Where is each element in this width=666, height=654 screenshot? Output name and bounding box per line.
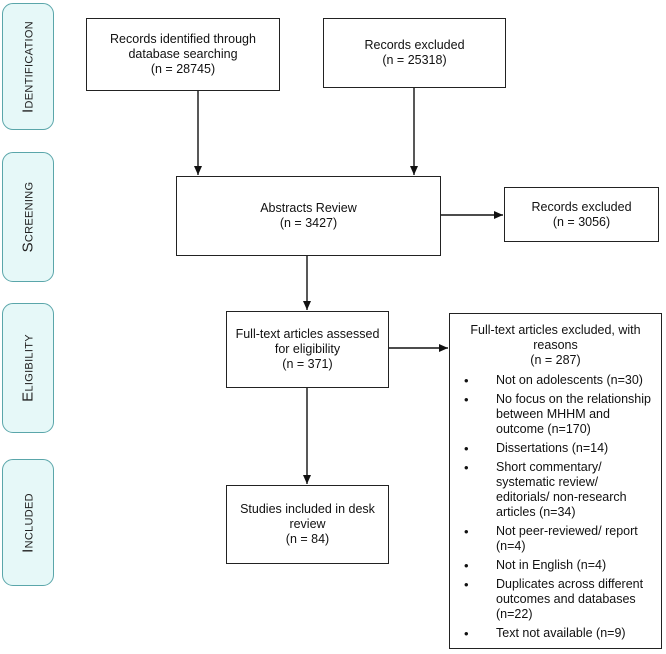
box-records-identified-line-2: database searching xyxy=(128,47,238,61)
exclusion-reason: Duplicates across different outcomes and… xyxy=(458,577,653,622)
box-fulltext-assessed-line-2: for eligibility xyxy=(274,342,341,356)
box-fulltext-assessed-line-3: (n = 371) xyxy=(282,357,333,371)
phase-included: Included xyxy=(2,459,54,586)
fulltext-excluded-title-line-2: reasons xyxy=(533,338,578,352)
exclusion-reason: Not peer-reviewed/ report (n=4) xyxy=(458,524,653,554)
box-studies-included-line-3: (n = 84) xyxy=(285,532,330,546)
exclusion-reason: Not on adolescents (n=30) xyxy=(458,373,653,388)
exclusion-reason: Not in English (n=4) xyxy=(458,558,653,573)
box-records-excluded-identification-line-1: Records excluded xyxy=(364,38,465,52)
box-studies-included-line-2: review xyxy=(289,517,326,531)
fulltext-excluded-title-line-3: (n = 287) xyxy=(530,353,581,367)
box-fulltext-excluded: Full-text articles excluded, with reason… xyxy=(449,313,662,649)
box-records-identified: Records identified through database sear… xyxy=(86,18,280,91)
box-records-identified-line-1: Records identified through xyxy=(110,32,256,46)
box-records-excluded-screening-line-1: Records excluded xyxy=(531,199,632,214)
box-abstracts-review: Abstracts Review (n = 3427) xyxy=(176,176,441,256)
box-fulltext-assessed: Full-text articles assessed for eligibil… xyxy=(226,311,389,388)
fulltext-excluded-title: Full-text articles excluded, with reason… xyxy=(458,323,653,368)
box-abstracts-review-line-2: (n = 3427) xyxy=(279,216,338,230)
exclusion-reason: Short commentary/ systematic review/ edi… xyxy=(458,460,653,520)
fulltext-excluded-title-line-1: Full-text articles excluded, with xyxy=(470,323,641,337)
exclusion-reasons-list: Not on adolescents (n=30) No focus on th… xyxy=(458,373,653,641)
phase-screening: Screening xyxy=(2,152,54,282)
box-studies-included: Studies included in desk review (n = 84) xyxy=(226,485,389,564)
phase-identification: Identification xyxy=(2,3,54,130)
box-fulltext-assessed-line-1: Full-text articles assessed xyxy=(235,327,380,341)
exclusion-reason: Text not available (n=9) xyxy=(458,626,653,641)
box-records-excluded-screening-line-2: (n = 3056) xyxy=(552,214,611,229)
box-studies-included-line-1: Studies included in desk xyxy=(240,502,375,516)
box-records-excluded-identification-line-2: (n = 25318) xyxy=(382,53,447,67)
box-abstracts-review-line-1: Abstracts Review xyxy=(260,201,357,215)
exclusion-reason: No focus on the relationship between MHH… xyxy=(458,392,653,437)
box-records-excluded-screening: Records excluded (n = 3056) xyxy=(504,187,659,242)
phase-eligibility: Eligibility xyxy=(2,303,54,433)
exclusion-reason: Dissertations (n=14) xyxy=(458,441,653,456)
box-records-identified-line-3: (n = 28745) xyxy=(150,62,216,76)
box-records-excluded-identification: Records excluded (n = 25318) xyxy=(323,18,506,88)
